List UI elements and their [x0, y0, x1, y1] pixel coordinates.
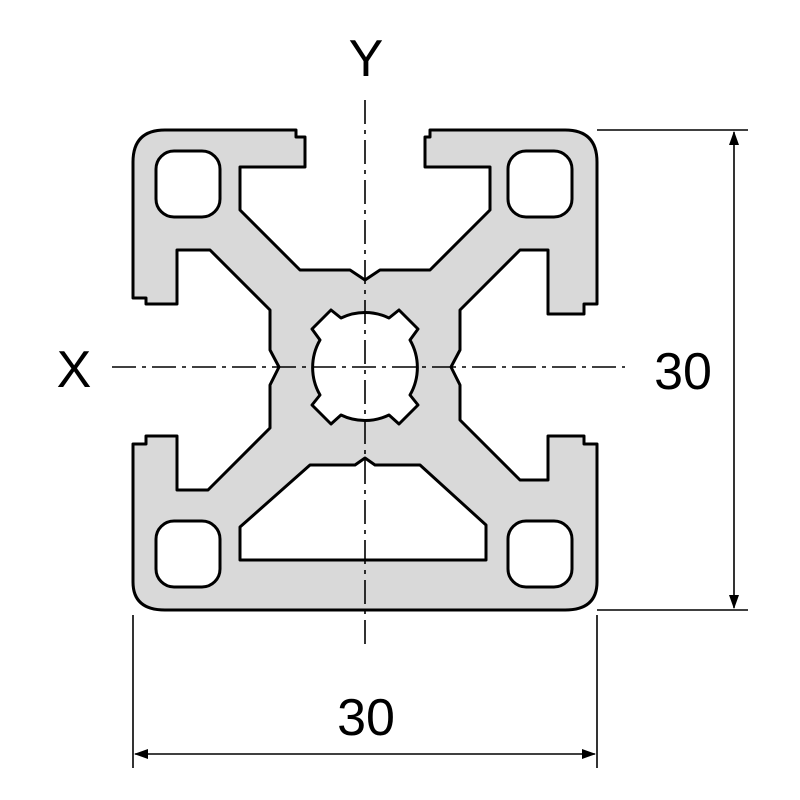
y-axis-label: Y	[349, 30, 384, 88]
corner-hole-bottom-left	[154, 519, 222, 589]
corner-hole-top-right	[506, 149, 574, 219]
x-axis-label: X	[57, 341, 92, 399]
corner-hole-top-left	[154, 149, 222, 219]
width-dimension-value: 30	[337, 689, 395, 747]
bottom-cavity	[238, 456, 488, 562]
height-dimension-value: 30	[654, 343, 712, 401]
corner-hole-bottom-right	[506, 519, 574, 589]
